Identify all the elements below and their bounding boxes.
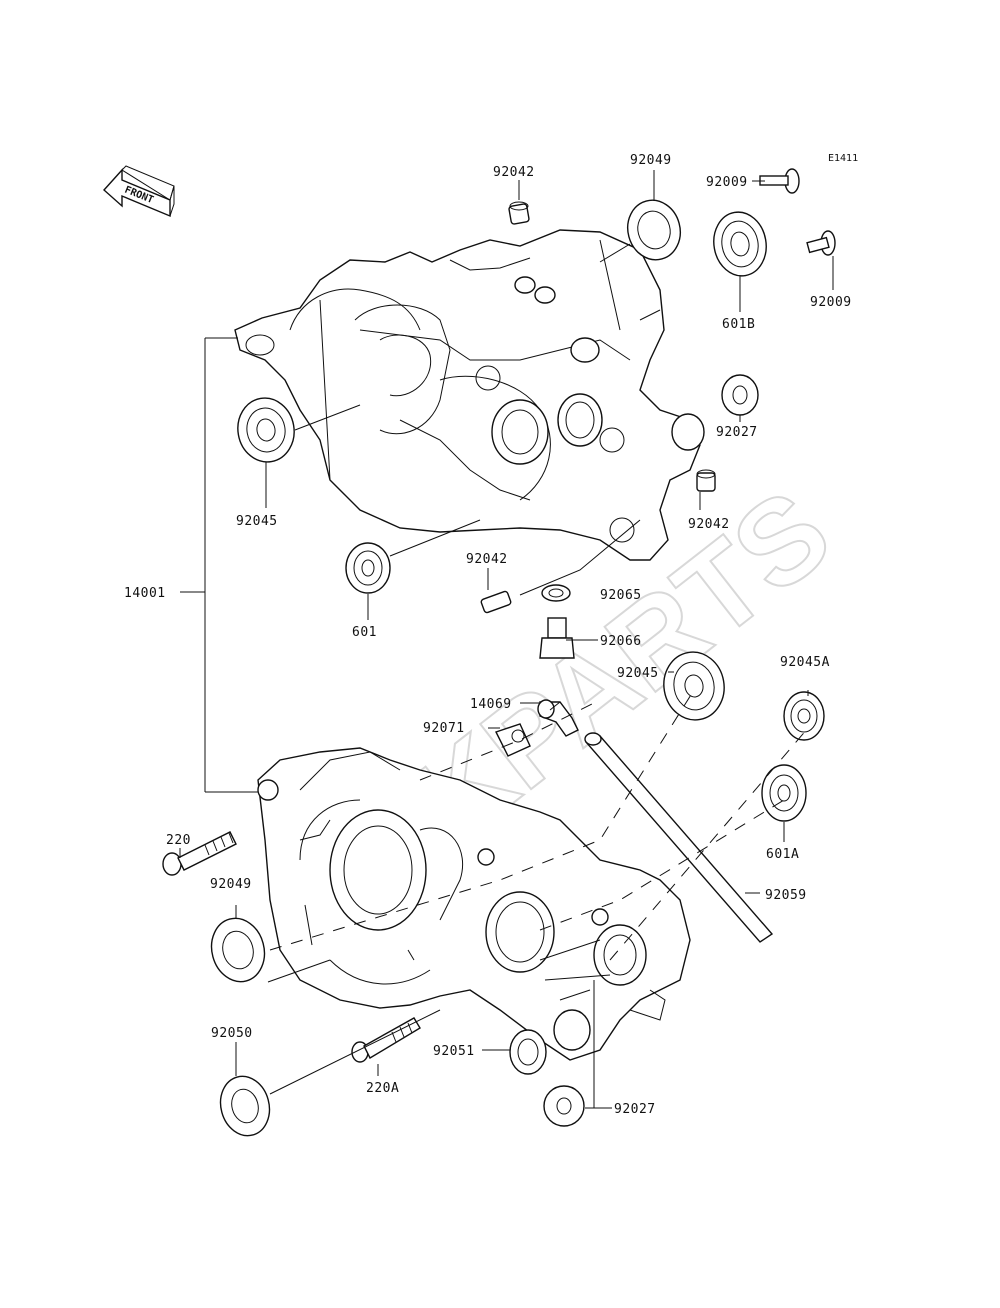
label-14069: 14069 [470, 697, 512, 712]
label-92059: 92059 [765, 888, 807, 903]
label-92027-right: 92027 [716, 425, 758, 440]
label-220: 220 [166, 833, 191, 848]
label-92045-left: 92045 [236, 514, 278, 529]
lower-crankcase [257, 747, 691, 1061]
diagram-code: E1411 [828, 153, 858, 164]
part-bearing-92045-mid [663, 651, 725, 721]
upper-crankcase [234, 229, 705, 561]
label-601: 601 [352, 625, 377, 640]
front-arrow-icon: FRONT [103, 165, 175, 218]
label-92042-right: 92042 [688, 517, 730, 532]
label-601B: 601B [722, 317, 755, 332]
label-92009-a: 92009 [706, 175, 748, 190]
part-collar-92027-low [543, 1085, 585, 1127]
part-cap-92071 [495, 723, 531, 757]
part-seal-92049-top [627, 199, 681, 261]
part-dowel-92042-right [696, 469, 716, 492]
part-plug-92066 [539, 617, 575, 659]
part-bolt-92009-a [759, 168, 800, 194]
label-92027-low: 92027 [614, 1102, 656, 1117]
part-bearing-92045A [783, 691, 825, 741]
label-92050: 92050 [211, 1026, 253, 1041]
part-seal-92049-low [210, 917, 266, 983]
label-92045A: 92045A [780, 655, 830, 670]
part-bolt-220 [162, 831, 237, 876]
label-92045-mid: 92045 [617, 666, 659, 681]
part-seal-92050 [219, 1075, 271, 1137]
part-collar-92027-right [721, 374, 759, 416]
label-92042-top: 92042 [493, 165, 535, 180]
label-220A: 220A [366, 1081, 399, 1096]
part-shaft-92059 [584, 732, 774, 943]
part-dowel-92042-mid [480, 590, 512, 614]
label-92071: 92071 [423, 721, 465, 736]
part-fitting-14069 [537, 699, 579, 737]
label-92042-mid: 92042 [466, 552, 508, 567]
part-bolt-92009-b [806, 230, 836, 256]
leader-lines [179, 170, 834, 1109]
part-seal-92051 [509, 1029, 547, 1075]
label-92051: 92051 [433, 1044, 475, 1059]
label-92049-top: 92049 [630, 153, 672, 168]
label-92065: 92065 [600, 588, 642, 603]
label-14001: 14001 [124, 586, 166, 601]
part-bearing-601B [713, 211, 767, 277]
part-washer-92065 [541, 584, 571, 602]
label-601A: 601A [766, 847, 799, 862]
part-bearing-601 [345, 542, 391, 594]
label-92066: 92066 [600, 634, 642, 649]
label-92049-low: 92049 [210, 877, 252, 892]
label-92009-b: 92009 [810, 295, 852, 310]
part-bearing-92045-left [237, 397, 295, 463]
part-dowel-92042-top [508, 201, 530, 225]
